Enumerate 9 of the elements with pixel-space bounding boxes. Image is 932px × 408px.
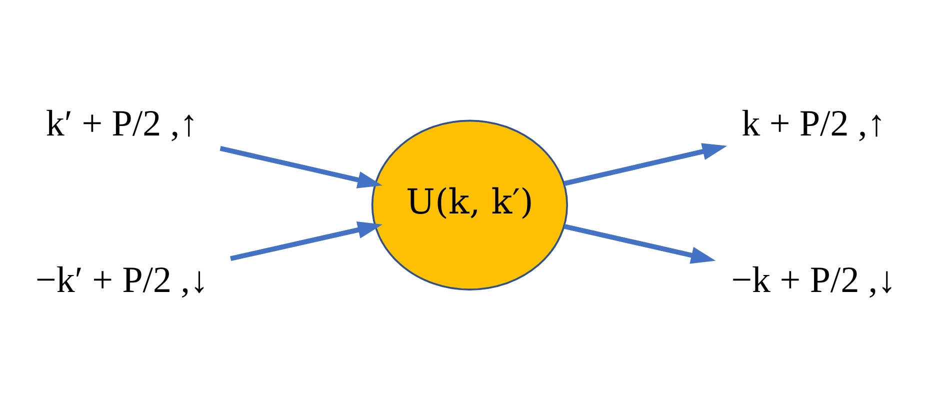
arrow	[564, 223, 716, 264]
node-text: −k′ + P/2 ,↓	[35, 258, 209, 300]
node-text: k + P/2 ,↑	[742, 102, 886, 143]
node-text: −k + P/2 ,↓	[731, 258, 896, 300]
arrow	[220, 146, 382, 188]
node-text: k′ + P/2 ,↑	[46, 102, 198, 143]
node-ellipse: U(k, k′)	[371, 119, 568, 290]
arrow	[230, 220, 382, 261]
arrow	[564, 142, 728, 186]
